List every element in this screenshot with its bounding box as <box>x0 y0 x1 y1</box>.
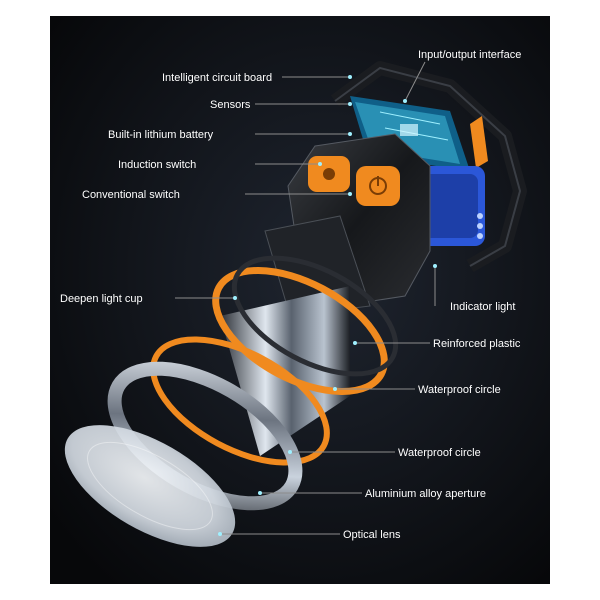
waterproof-ring-lower <box>150 336 330 466</box>
lens-highlight <box>87 441 213 531</box>
label-optical-lens: Optical lens <box>343 529 401 541</box>
optical-lens <box>64 425 236 547</box>
induction-switch <box>308 156 350 192</box>
label-reinforced-plastic: Reinforced plastic <box>433 338 521 350</box>
label-waterproof-upper: Waterproof circle <box>418 384 501 396</box>
waterproof-ring-upper <box>212 266 388 396</box>
conventional-switch <box>356 166 400 206</box>
product-diagram: Input/output interface Intelligent circu… <box>50 16 550 584</box>
label-conventional-switch: Conventional switch <box>82 189 180 201</box>
leader-lines <box>175 61 437 536</box>
reinforced-plastic-ring <box>231 255 399 377</box>
label-waterproof-lower: Waterproof circle <box>398 447 481 459</box>
label-induction-switch: Induction switch <box>118 159 196 171</box>
label-circuit-board: Intelligent circuit board <box>162 72 272 84</box>
label-aluminium-aperture: Aluminium alloy aperture <box>365 488 486 500</box>
label-light-cup: Deepen light cup <box>60 293 143 305</box>
label-indicator-light: Indicator light <box>450 301 515 313</box>
io-port <box>470 116 488 168</box>
label-sensors: Sensors <box>210 99 251 111</box>
strap-frame-edge <box>334 66 522 267</box>
headlamp-exploded-view: Input/output interface Intelligent circu… <box>50 16 550 584</box>
label-battery: Built-in lithium battery <box>108 129 214 141</box>
label-io-interface: Input/output interface <box>418 49 521 61</box>
